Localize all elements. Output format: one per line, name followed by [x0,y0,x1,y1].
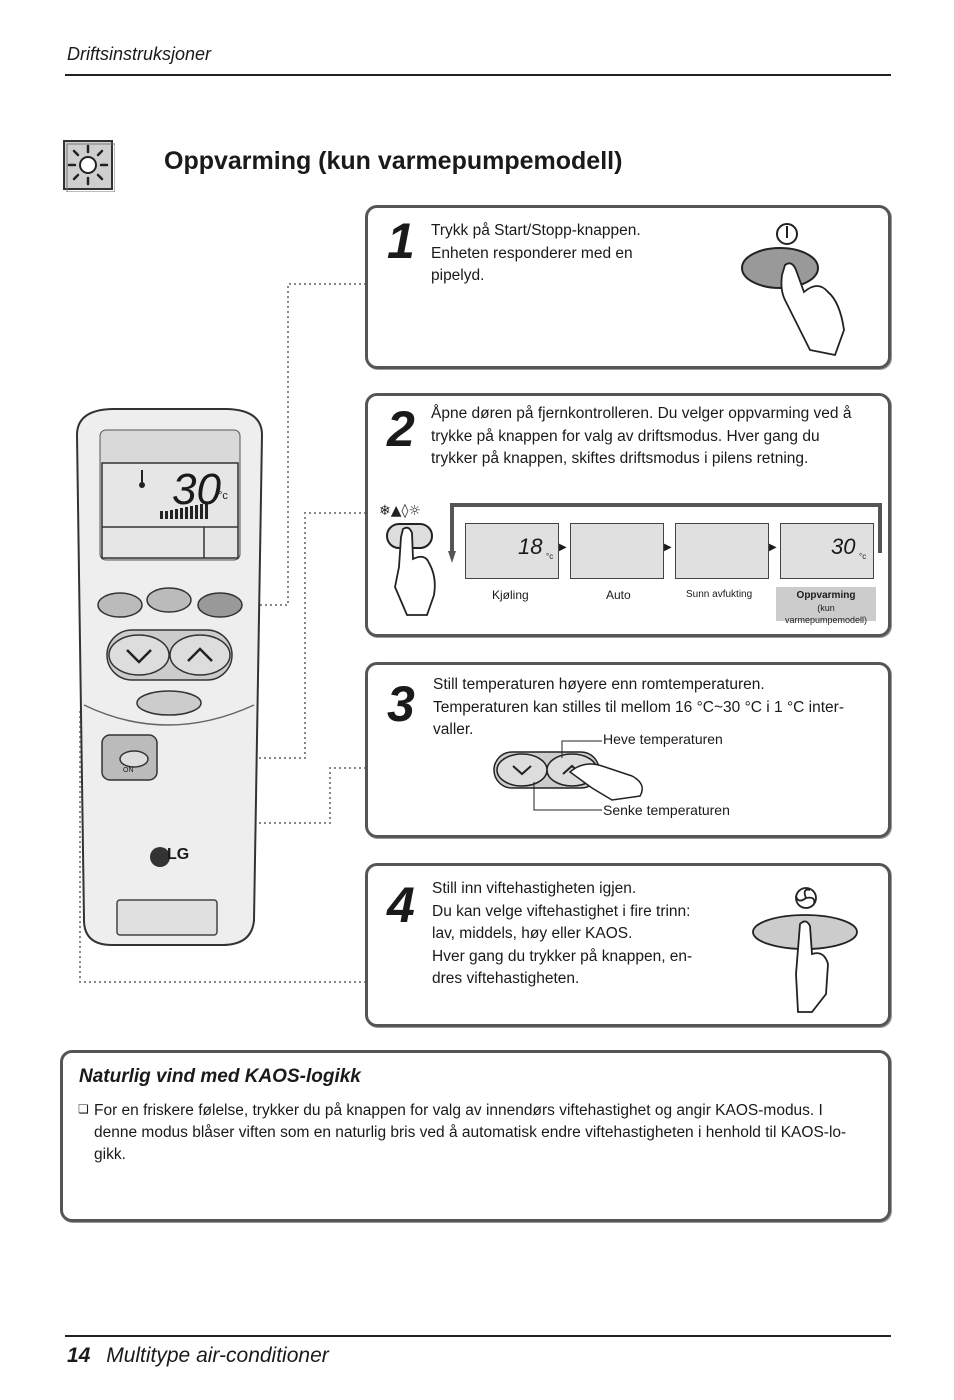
sun-icon [63,140,116,193]
temperature-buttons-illustration [492,738,652,823]
mode-label-cooling: Kjøling [492,588,529,602]
temp-down-label: Senke temperaturen [603,802,730,818]
arrow-icon: ▶ [769,542,777,553]
svg-text:❄▲◊☼: ❄▲◊☼ [379,503,421,519]
mode-lcd-dehumidify [675,523,769,579]
mode-cycle-arrow [448,503,882,563]
mode-lcd-heating: 30 °c [780,523,874,579]
mode-label-dehumidify: Sunn avfukting [686,589,753,600]
mode-lcd-cooling: 18 °c [465,523,559,579]
mode-label-heating: Oppvarming (kun varmepumpemodell) [776,587,876,625]
power-button-illustration [740,220,855,365]
checkbox-bullet-icon: ❏ [78,1102,89,1116]
footer: 14 Multitype air-conditioner [67,1344,329,1368]
remote-control [72,405,267,955]
remote-door-label: ON [123,767,134,774]
footer-rule [65,1335,891,1337]
step-1-number: 1 [387,213,415,269]
arrow-icon: ▶ [664,542,672,553]
step-3-number: 3 [387,676,415,732]
mode-lcd-auto [570,523,664,579]
note-box [60,1050,891,1222]
mode-button-illustration: ❄▲◊☼ [377,497,452,622]
section-header: Driftsinstruksjoner [67,44,212,64]
step-4-text: Still inn viftehastigheten igjen.Du kan … [432,880,693,987]
footer-title: Multitype air-conditioner [106,1344,329,1367]
note-text: For en friskere følelse, trykker du på k… [94,1102,847,1163]
step-3-box [365,662,891,838]
step-1-text: Trykk på Start/Stopp-knappen.Enheten res… [431,222,641,284]
step-1-box [365,205,891,369]
page-title: Oppvarming (kun varmepumpemodell) [164,147,623,175]
note-title: Naturlig vind med KAOS-logikk [79,1066,361,1087]
temp-up-label: Heve temperaturen [603,731,723,747]
arrow-icon: ▶ [559,542,567,553]
mode-label-auto: Auto [606,588,631,602]
page-number: 14 [67,1344,91,1367]
remote-display-temp: 30 [172,465,221,514]
fan-button-illustration [752,884,862,1021]
header-rule [65,74,891,76]
remote-display-unit: °c [218,490,228,502]
step-3-text: Still temperaturen høyere enn romtempera… [433,676,844,738]
step-2-number: 2 [387,401,415,457]
step-4-number: 4 [387,877,415,933]
remote-brand: LG [167,846,190,863]
step-2-text: Åpne døren på fjernkontrolleren. Du velg… [431,405,852,467]
